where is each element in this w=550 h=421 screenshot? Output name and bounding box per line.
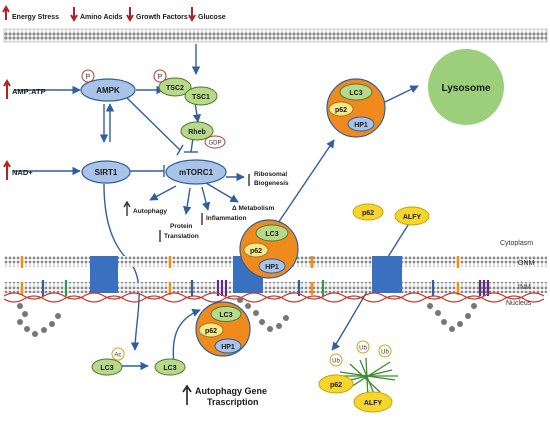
- up-arrow-icon: [123, 200, 131, 216]
- ampk-node: AMPK P: [80, 69, 136, 102]
- p62-label: p62: [335, 107, 347, 114]
- rheb-node: Rheb GDP: [180, 121, 226, 149]
- nucleus-label: Nucleus: [506, 300, 532, 307]
- autophagy-output-label: Autophagy: [133, 208, 167, 215]
- down-arrow-icon: [70, 7, 78, 22]
- p62-label: p62: [362, 210, 374, 217]
- nad-label: NAD+: [12, 168, 33, 177]
- acetylated-lc3: LC3 Ac: [91, 347, 125, 376]
- lc3-label: LC3: [163, 365, 176, 372]
- sirt1-node: SIRT1: [81, 160, 131, 184]
- down-arrow-icon: [126, 7, 134, 22]
- tsc1-label: TSC1: [192, 94, 210, 101]
- protein-label: Protein: [170, 223, 192, 230]
- inflammation-label: Inflammation: [206, 215, 246, 222]
- lysosome-label: Lysosome: [441, 83, 491, 94]
- mtorc1-node: mTORC1: [165, 159, 227, 185]
- stimulus-amino-acids: Amino Acids: [80, 14, 123, 21]
- ubiquitinated-aggregate: Ub Ub Ub p62 ALFY: [318, 340, 398, 413]
- up-arrow-icon: [3, 160, 11, 180]
- hp1-label: HP1: [354, 122, 368, 129]
- lc3-deacetylated: LC3: [154, 358, 186, 376]
- up-arrow-icon: [3, 79, 11, 99]
- mtorc1-outputs: Ribosomal Biogenesis Δ Metabolism Autoph…: [123, 171, 289, 242]
- biogenesis-label: Biogenesis: [254, 180, 289, 187]
- inm-label: INM: [518, 284, 531, 291]
- stimulus-energy-stress: Energy Stress: [12, 14, 59, 21]
- phospho-label: P: [86, 74, 91, 81]
- sirt1-label: SIRT1: [95, 168, 118, 177]
- lysosome: Lysosome: [428, 49, 504, 125]
- plasma-membrane: [3, 28, 548, 43]
- lc3-p62-hp1-complex-envelope: LC3 p62 HP1: [239, 219, 299, 279]
- nuclear-pore: [90, 256, 118, 293]
- p62-label: p62: [250, 248, 262, 255]
- ub-label: Ub: [381, 350, 389, 356]
- rheb-label: Rheb: [188, 129, 206, 136]
- mtorc1-label: mTORC1: [179, 168, 214, 177]
- ribosomal-label: Ribosomal: [254, 171, 287, 178]
- free-p62-alfy: p62 ALFY: [352, 203, 430, 226]
- lc3-p62-hp1-complex-top: LC3 p62 HP1: [326, 78, 386, 138]
- phospho-label: P: [158, 74, 163, 81]
- lc3-label: LC3: [219, 312, 232, 319]
- alfy-label: ALFY: [364, 400, 383, 407]
- metabolism-label: Δ Metabolism: [232, 205, 274, 212]
- lc3-label: LC3: [349, 90, 362, 97]
- ub-label: Ub: [332, 359, 340, 365]
- hp1-label: HP1: [265, 264, 279, 271]
- tsc-complex: TSC2 TSC1 P: [153, 69, 218, 106]
- cytoplasm-label: Cytoplasm: [500, 240, 533, 247]
- up-arrow-icon: [182, 384, 192, 405]
- onm-label: ONM: [518, 260, 535, 267]
- tsc2-label: TSC2: [166, 85, 184, 92]
- autophagy-gene-label: Autophagy Gene: [195, 386, 267, 396]
- lc3-label: LC3: [265, 231, 278, 238]
- lc3-p62-hp1-complex-nucleus: LC3 p62 HP1: [195, 301, 251, 357]
- nuclear-pore: [372, 256, 402, 293]
- alfy-label: ALFY: [403, 214, 422, 221]
- p62-label: p62: [330, 382, 342, 389]
- ac-label: Ac: [114, 353, 121, 359]
- translation-label: Translation: [164, 233, 199, 240]
- stimuli-row: Energy Stress Amino Acids Growth Factors…: [2, 5, 226, 22]
- transcription-label: Trascription: [207, 397, 259, 407]
- down-arrow-icon: [188, 7, 196, 22]
- chromatin-beads: [17, 297, 477, 337]
- ampk-label: AMPK: [96, 86, 120, 95]
- stimulus-glucose: Glucose: [198, 14, 226, 21]
- signaling-arrows: [14, 44, 419, 373]
- amp-atp-label: AMP:ATP: [12, 87, 46, 96]
- gdp-label: GDP: [208, 141, 221, 147]
- p62-label: p62: [205, 328, 217, 335]
- ub-label: Ub: [359, 346, 367, 352]
- hp1-label: HP1: [221, 344, 235, 351]
- lc3-label: LC3: [100, 365, 113, 372]
- stimulus-growth-factors: Growth Factors: [136, 14, 188, 21]
- up-arrow-icon: [2, 5, 10, 20]
